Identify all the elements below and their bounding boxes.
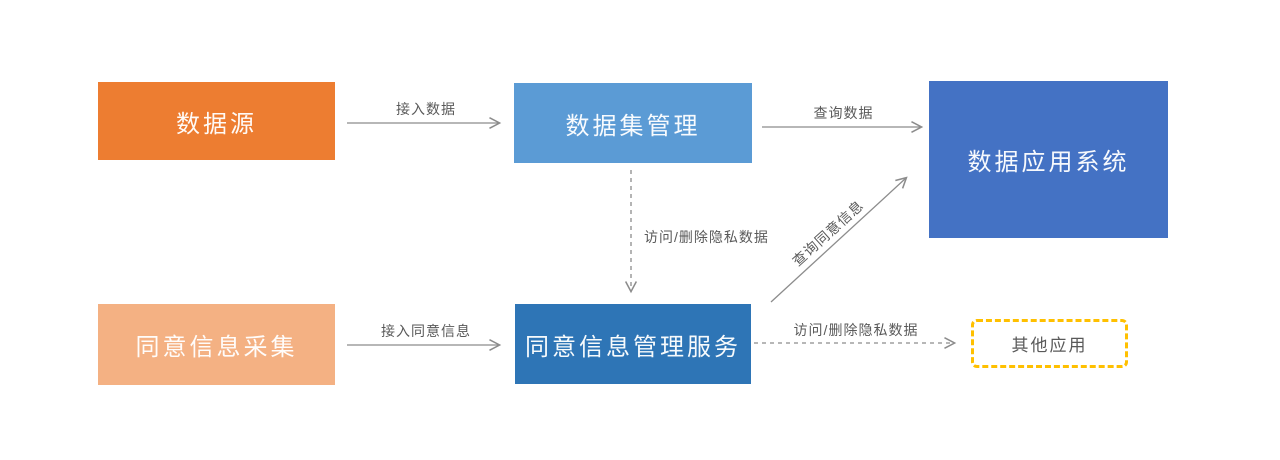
edge-label-query-consent-info: 查询同意信息 (789, 196, 867, 270)
edge-label-access-consent-info: 接入同意信息 (381, 323, 471, 339)
node-consent-management-service: 同意信息管理服务 (515, 304, 751, 384)
edge-label-access-data: 接入数据 (396, 101, 456, 117)
node-data-source-label: 数据源 (176, 110, 257, 138)
node-dataset-management: 数据集管理 (514, 83, 752, 163)
node-data-application-system-label: 数据应用系统 (967, 149, 1130, 176)
node-consent-info-collection: 同意信息采集 (98, 304, 335, 385)
node-data-application-system: 数据应用系统 (929, 81, 1168, 238)
edge-label-access-delete-private-data-horizontal: 访问/删除隐私数据 (793, 322, 919, 338)
node-other-applications-label: 其他应用 (1011, 336, 1088, 355)
edge-consent-management-service-to-data-application-system (770, 176, 908, 303)
edge-label-access-delete-private-data-vertical: 访问/删除隐私数据 (644, 229, 769, 245)
node-consent-management-service-label: 同意信息管理服务 (525, 333, 741, 361)
node-consent-info-collection-label: 同意信息采集 (135, 334, 298, 361)
node-dataset-management-label: 数据集管理 (565, 112, 701, 140)
node-data-source: 数据源 (98, 82, 335, 160)
node-other-applications: 其他应用 (971, 319, 1128, 368)
edge-label-query-data: 查询数据 (813, 105, 874, 121)
